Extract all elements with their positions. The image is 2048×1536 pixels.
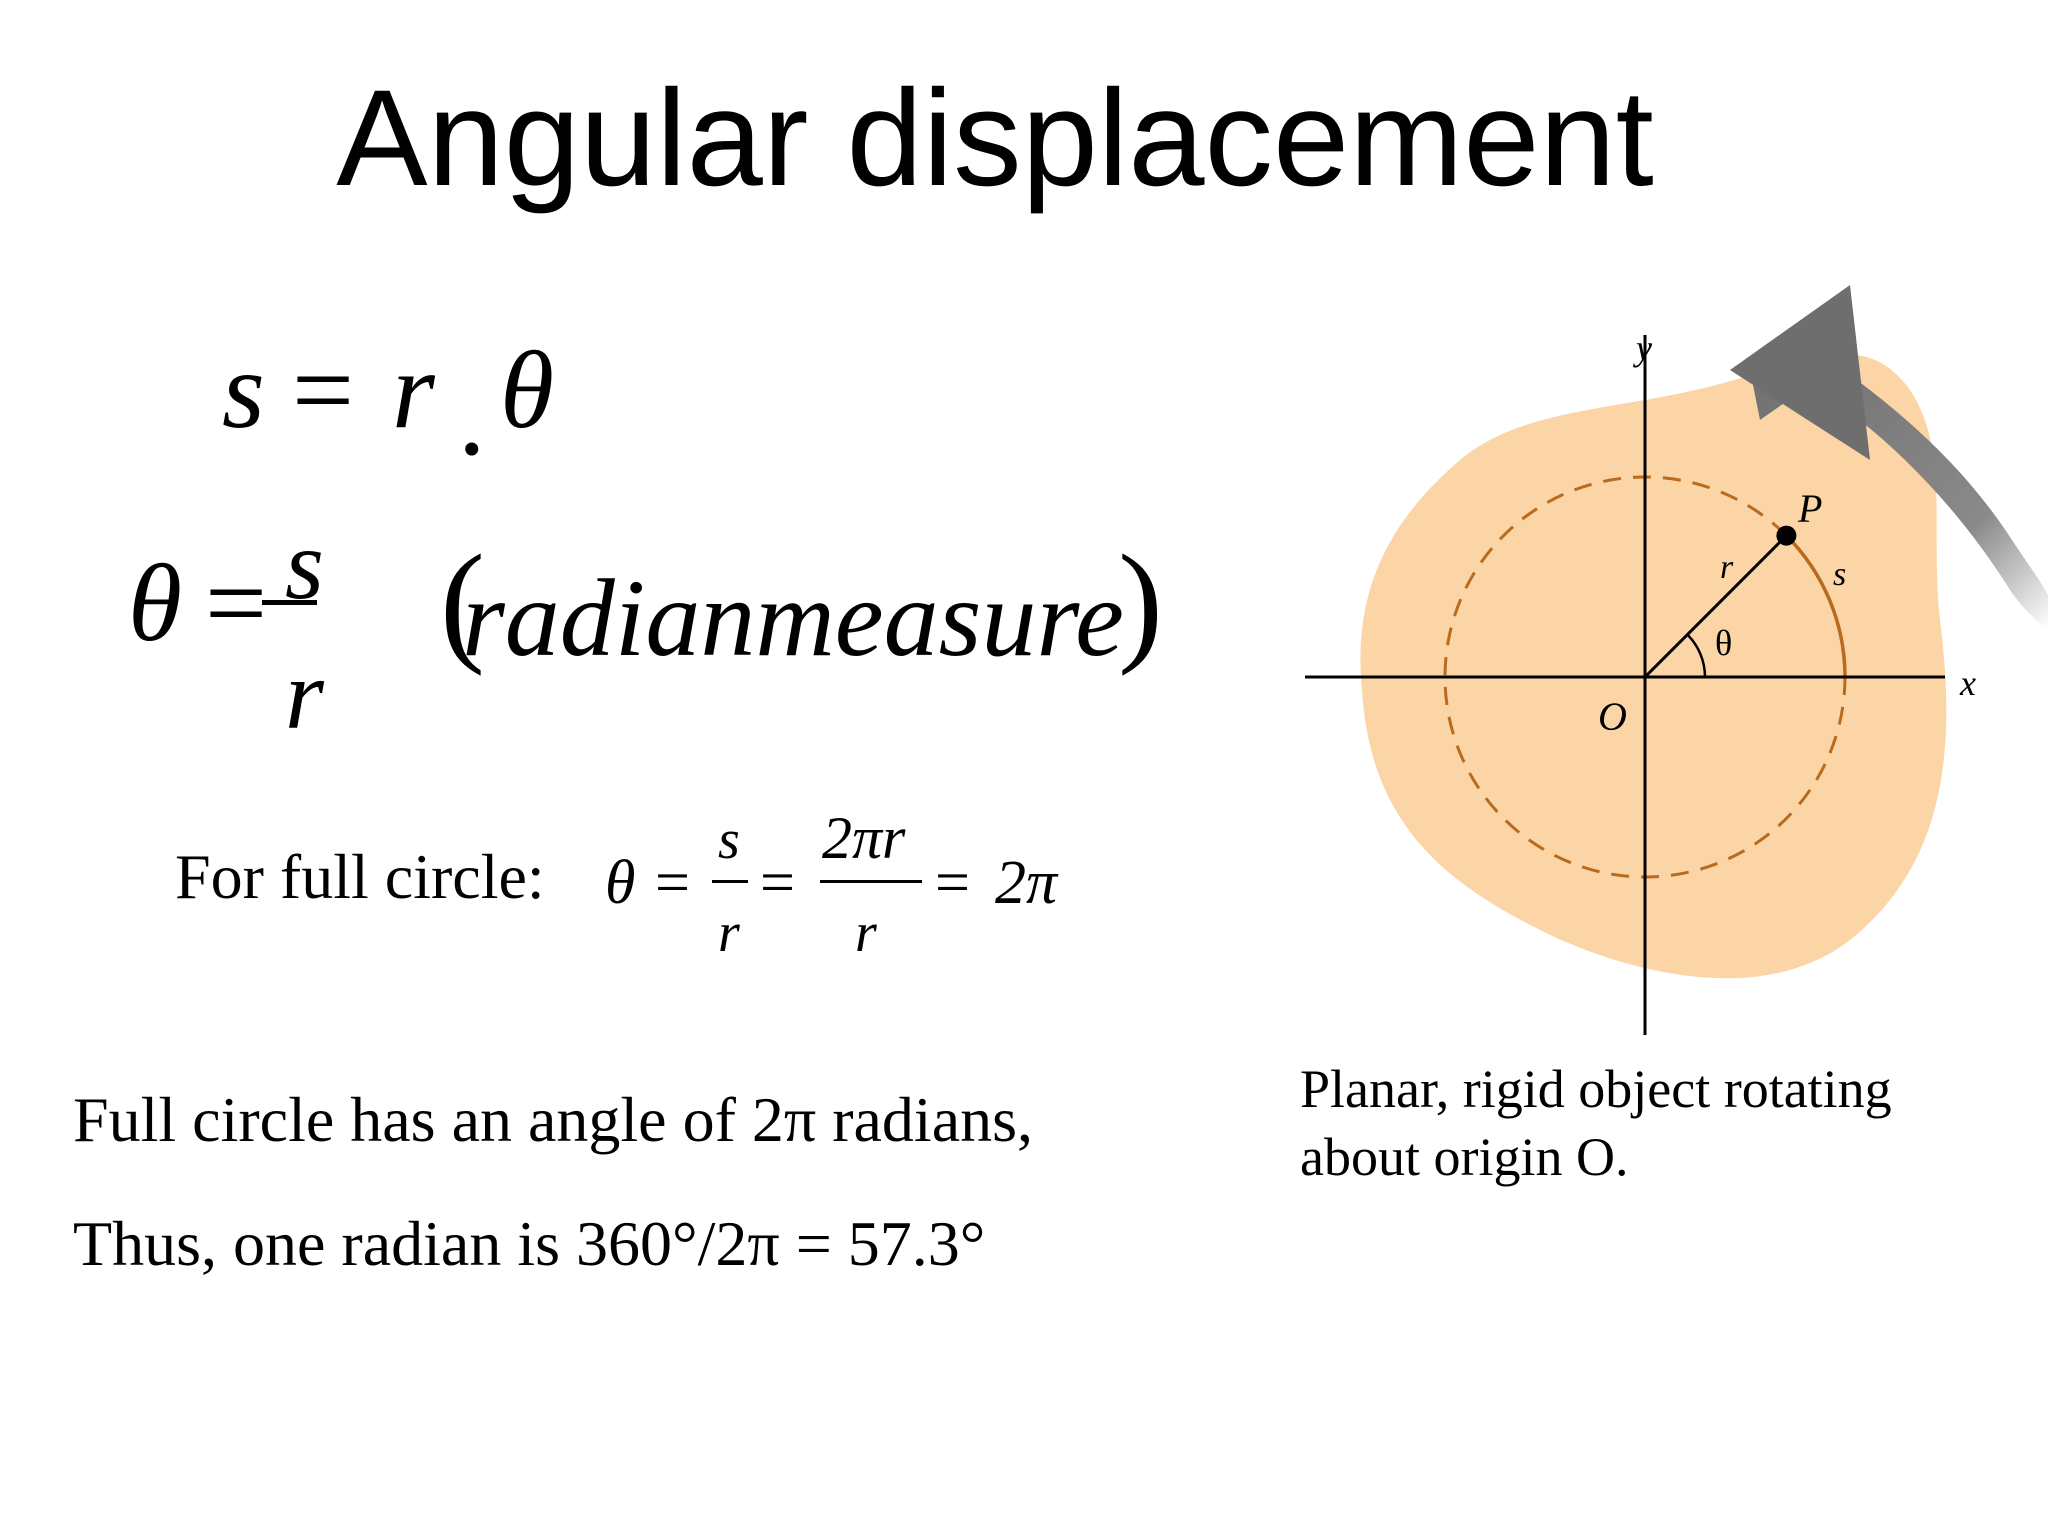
eq3-equals-3: =	[935, 849, 970, 917]
eq3-result: 2π	[995, 849, 1058, 917]
eq3-frac1-bar	[712, 880, 748, 883]
y-axis-label: y	[1633, 328, 1652, 368]
eq3-theta: θ	[605, 849, 636, 917]
eq1-equals: =	[292, 329, 355, 451]
arc-s-label: s	[1833, 556, 1846, 593]
arc-s	[1785, 534, 1847, 678]
point-p	[1776, 525, 1797, 546]
one-radian-statement: Thus, one radian is 360°/2π = 57.3°	[73, 1208, 986, 1279]
eq1-dot: .	[458, 356, 486, 478]
full-circle-statement: Full circle has an angle of 2π radians,	[73, 1084, 1033, 1155]
point-p-label: P	[1797, 486, 1822, 531]
radius-label: r	[1720, 549, 1734, 586]
eq2-equals: =	[205, 542, 268, 664]
eq2-left-paren: (	[440, 528, 485, 677]
diagram-caption: Planar, rigid object rotating about orig…	[1300, 1059, 1892, 1187]
slide-title: Angular displacement	[336, 62, 1654, 215]
eq3-equals-2: =	[760, 849, 795, 917]
rotation-arrowhead	[1730, 285, 1870, 460]
eq3-frac2-denominator: r	[855, 902, 877, 964]
eq2-right-paren: )	[1118, 528, 1163, 677]
angle-arc	[1686, 633, 1707, 678]
eq3-frac2-numerator: 2πr	[822, 805, 906, 871]
eq3-frac2-bar	[820, 880, 922, 883]
eq2-theta: θ	[128, 542, 183, 664]
eq2-numerator: s	[285, 509, 324, 620]
angle-theta-label: θ	[1715, 623, 1732, 663]
eq3-equals-1: =	[655, 849, 690, 917]
eq3-frac1-numerator: s	[718, 809, 740, 871]
radius-line	[1643, 534, 1788, 679]
origin-label: O	[1598, 694, 1627, 739]
rotation-diagram: y x O P r s θ	[1305, 285, 2048, 1035]
x-axis-label: x	[1959, 663, 1976, 703]
eq1-s: s	[222, 329, 265, 451]
eq1-r: r	[392, 329, 435, 451]
eq1-theta: θ	[500, 329, 555, 451]
eq2-denominator: r	[285, 639, 324, 750]
eq3-label: For full circle:	[175, 841, 545, 912]
eq2-fraction-bar	[262, 600, 317, 605]
eq2-radianmeasure: radianmeasure	[462, 557, 1124, 679]
eq3-frac1-denominator: r	[718, 902, 740, 964]
